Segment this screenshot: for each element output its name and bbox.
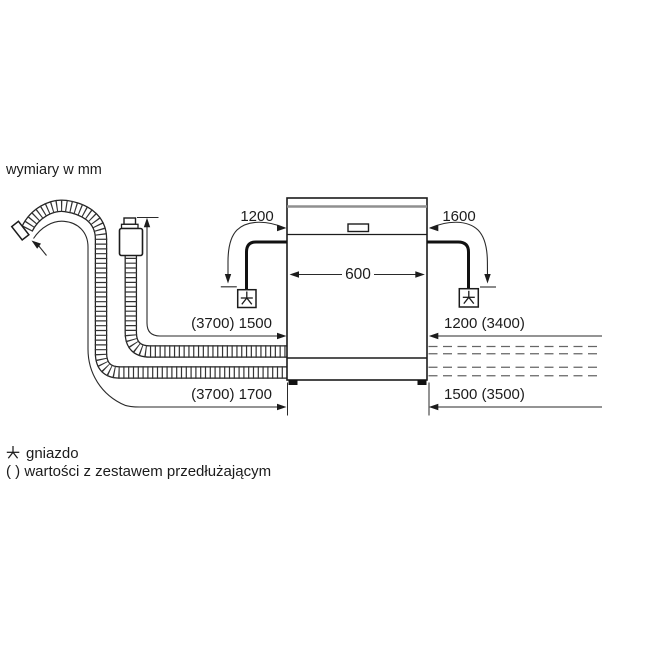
dimension-lines <box>33 216 602 416</box>
dim-power-cord-right: 1600 <box>442 208 476 225</box>
power-cords <box>245 240 470 290</box>
socket-icon-left <box>236 288 257 309</box>
control-panel-handle <box>347 223 370 233</box>
dishwasher-outline <box>286 197 428 385</box>
supply-hose <box>118 217 289 352</box>
units-note: wymiary w mm <box>6 162 102 178</box>
power-cord-left <box>245 240 287 290</box>
dim-supply-hose-right: 1200 (3400) <box>444 314 525 332</box>
left-foot <box>288 380 298 385</box>
dim-power-cord-left: 1200 <box>240 208 274 225</box>
aquastop-valve-icon <box>118 217 144 257</box>
dim-drain-hose-right: 1500 (3500) <box>444 385 525 403</box>
drain-hose <box>10 206 288 373</box>
dim-supply-hose-left: (3700) 1500 <box>191 314 272 332</box>
dim-drain-hose-left: (3700) 1700 <box>191 385 272 403</box>
legend-extension-note: ( ) wartości z zestawem przedłużającym <box>6 463 272 480</box>
legend-socket-label: gniazdo <box>26 445 79 462</box>
drain-hose-end-fitting <box>10 220 30 242</box>
right-foot <box>417 380 427 385</box>
socket-legend-icon <box>6 446 20 459</box>
socket-icon-right <box>458 287 480 308</box>
dim-appliance-width: 600 <box>345 266 371 283</box>
extension-hose-dashed-lines <box>428 345 602 377</box>
power-cord-right <box>427 240 470 289</box>
